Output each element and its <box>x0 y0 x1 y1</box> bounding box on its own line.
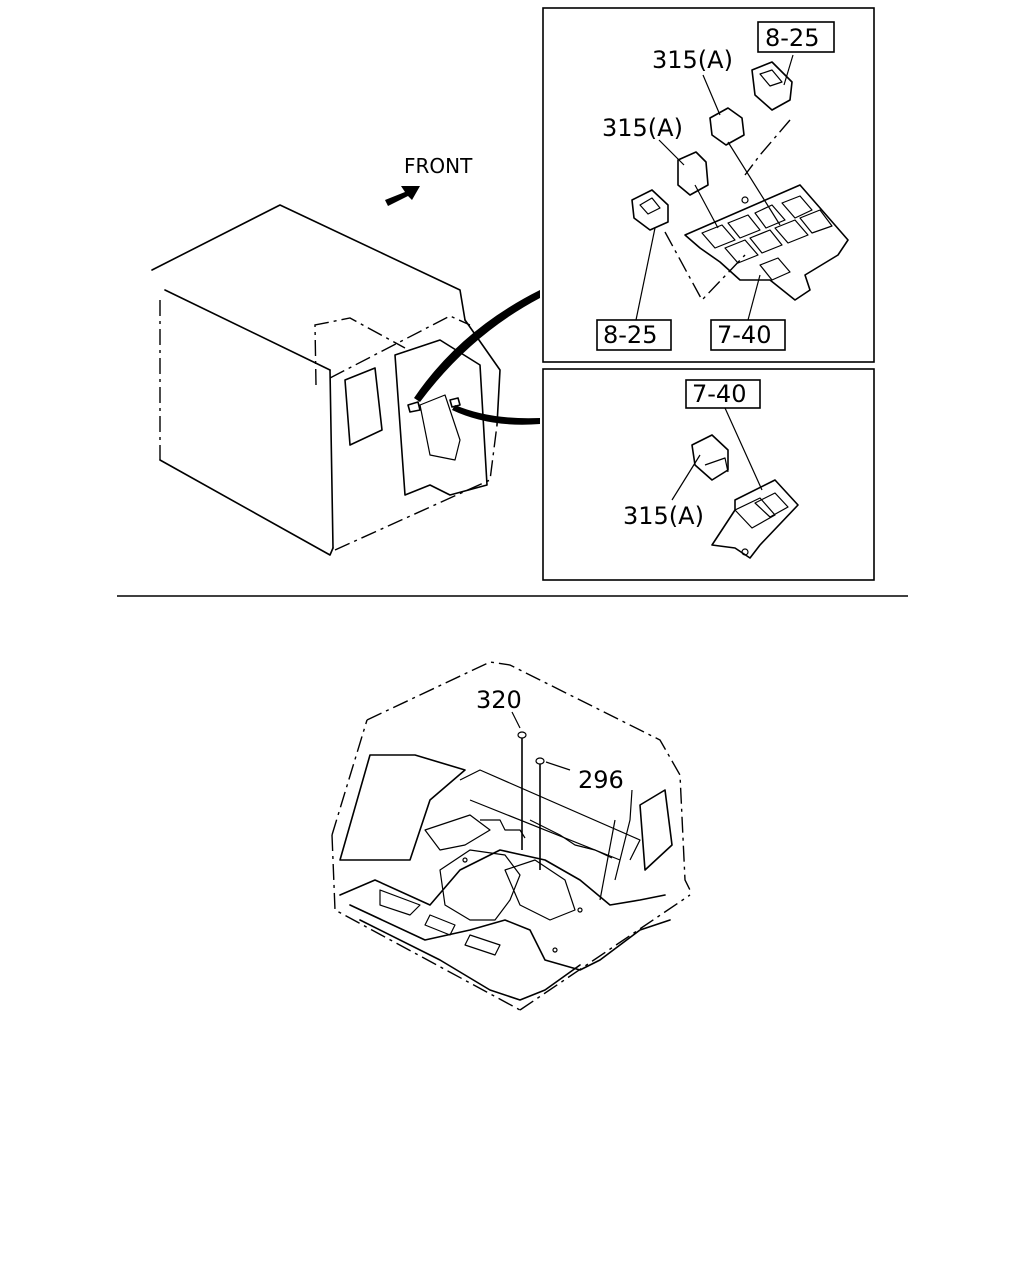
callout-315a-upper: 315(A) <box>652 46 733 74</box>
relay-315a-lower <box>691 434 729 481</box>
part-296-plug <box>535 757 545 765</box>
front-arrow-icon <box>385 186 420 206</box>
leader-swoosh-lower <box>452 405 540 425</box>
single-relay-illustration <box>671 407 799 559</box>
relay-315a-middle <box>677 151 709 196</box>
callout-315a-middle: 315(A) <box>602 114 683 142</box>
callout-7-40-bottom-panel: 7-40 <box>692 380 746 408</box>
part-320-plug <box>517 731 527 739</box>
callout-296: 296 <box>578 766 624 794</box>
leader-swoosh-upper <box>414 290 540 402</box>
relay-8-25-top <box>751 61 793 111</box>
detail-panel-relay-block <box>542 7 875 363</box>
callout-315a-lower: 315(A) <box>623 502 704 530</box>
relay-315a-upper <box>709 107 745 146</box>
callout-8-25-bottom: 8-25 <box>603 321 657 349</box>
cab-floor-overview <box>331 661 691 1011</box>
relay-block-illustration <box>631 54 849 321</box>
callout-8-25-top: 8-25 <box>765 24 819 52</box>
front-direction-label: FRONT <box>404 154 473 178</box>
callout-320: 320 <box>476 686 522 714</box>
relay-8-25-bottom <box>631 189 669 231</box>
cab-overview <box>151 204 540 556</box>
callout-7-40-top-panel: 7-40 <box>717 321 771 349</box>
detail-panel-single-relay <box>542 368 875 581</box>
